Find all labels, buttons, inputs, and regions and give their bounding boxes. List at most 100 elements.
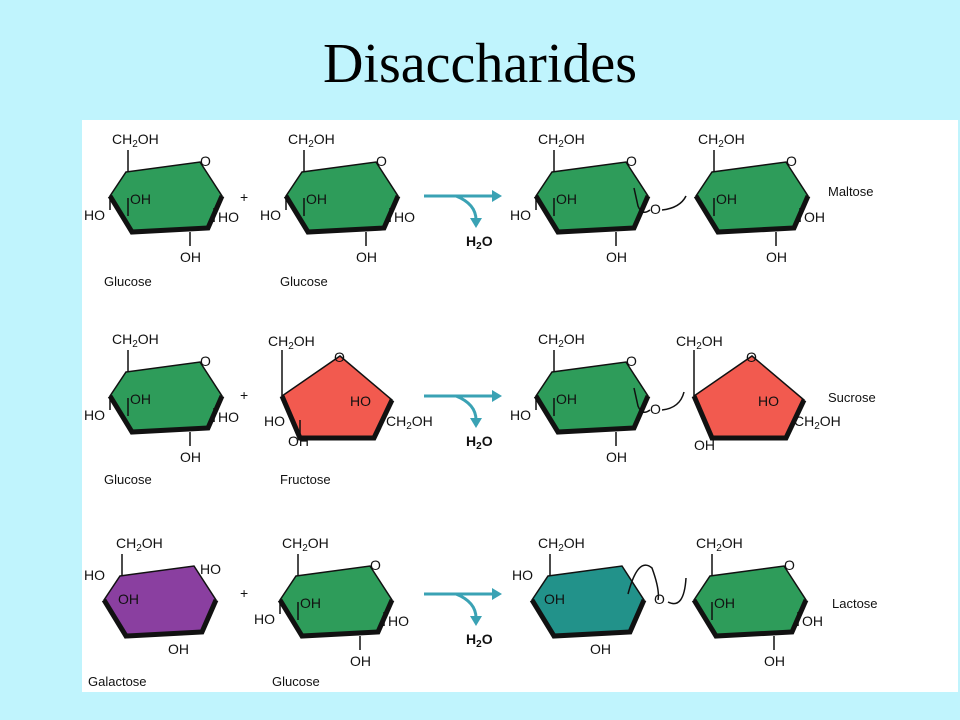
ring-oxygen-label: O: [746, 349, 757, 365]
ch2oh-subscript: 2: [718, 139, 724, 150]
ch2oh-subscript: 2: [308, 139, 314, 150]
ch2oh-ch: CH: [696, 535, 716, 551]
ch2oh-ch: CH: [112, 331, 132, 347]
glycosidic-bond: [667, 577, 687, 605]
ch2oh-oh: OH: [564, 131, 585, 147]
inner-oh-label: OH: [130, 391, 151, 407]
product-name-lactose: Lactose: [832, 596, 878, 611]
ch2oh-subscript: 2: [132, 339, 138, 350]
reactant-name: Glucose: [104, 274, 152, 289]
ring-oxygen-label: O: [370, 557, 381, 573]
ch2oh-label: CH2OH: [538, 331, 585, 350]
upper-ho-label: HO: [200, 561, 221, 577]
galactose-ring-product: [529, 565, 647, 639]
right-label: OH: [802, 613, 823, 629]
ch2oh-label: CH2OH: [282, 535, 329, 554]
ch2oh-label: CH2OH: [116, 535, 163, 554]
ch2oh-subscript: 2: [814, 421, 820, 432]
water-arrowhead: [470, 616, 482, 626]
reactant-name: Galactose: [88, 674, 147, 689]
ch2oh-subscript: 2: [288, 341, 294, 352]
left-ho-label: HO: [84, 207, 105, 223]
water-h: H: [466, 233, 476, 249]
slide-title: Disaccharides: [322, 33, 638, 95]
ring-oxygen-label: O: [376, 153, 387, 169]
ring-body: [693, 355, 805, 439]
inner-oh-label: OH: [556, 191, 577, 207]
ring-front-edge: [691, 395, 807, 441]
right-label: HO: [388, 613, 409, 629]
ring-oxygen-label: O: [334, 349, 345, 365]
ch2oh-oh: OH: [138, 131, 159, 147]
ring-oxygen-label: O: [200, 353, 211, 369]
ch2oh-label: CH2OH: [288, 131, 335, 150]
water-subscript: 2: [476, 241, 482, 252]
ch2oh-oh: OH: [702, 333, 723, 349]
glucose-ring: [533, 161, 651, 235]
ch2oh-label: CH2OH: [112, 131, 159, 150]
bottom-oh-label: OH: [694, 437, 715, 453]
water-arrowhead: [470, 418, 482, 428]
ch2oh-ch: CH: [112, 131, 132, 147]
inner-oh-label: OH: [716, 191, 737, 207]
ch2oh-label: CH2OH: [268, 333, 315, 352]
ch2oh-oh: OH: [142, 535, 163, 551]
ring-front-edge: [279, 395, 395, 441]
inner-oh-label: OH: [556, 391, 577, 407]
ch2oh-oh: OH: [564, 331, 585, 347]
ring-front-edge: [107, 194, 225, 235]
ch2oh-ch: CH: [698, 131, 718, 147]
water-label: H2O: [466, 433, 493, 452]
inner-oh-label: OH: [714, 595, 735, 611]
left-ho-label: HO: [84, 407, 105, 423]
ring-front-edge: [529, 598, 647, 639]
plus-sign: +: [240, 387, 248, 403]
bottom-oh-label: OH: [168, 641, 189, 657]
left-ho-label: HO: [260, 207, 281, 223]
ch2oh-label: CH2OH: [698, 131, 745, 150]
bottom-oh-label: OH: [766, 249, 787, 265]
glycosidic-bond: [633, 187, 651, 213]
reaction-arrowhead: [492, 588, 502, 600]
ch2oh-label: CH2OH: [112, 331, 159, 350]
ring-front-edge: [691, 598, 809, 639]
glycosidic-bond: [661, 391, 685, 411]
glucose-ring: [277, 565, 395, 639]
product-name-sucrose: Sucrose: [828, 390, 876, 405]
ch2oh-label: CH2OH: [676, 333, 723, 352]
ch2oh-subscript: 2: [136, 543, 142, 554]
inner-oh-label: OH: [130, 191, 151, 207]
ch2oh-subscript: 2: [696, 341, 702, 352]
ch2oh-oh: OH: [820, 413, 841, 429]
glycosidic-bond: [661, 195, 687, 211]
inner-oh-label: OH: [306, 191, 327, 207]
bottom-oh-label: OH: [606, 249, 627, 265]
water-arrow-branch: [455, 592, 478, 619]
ch2oh-label: CH2OH: [696, 535, 743, 554]
ch2oh-ch: CH: [538, 535, 558, 551]
glycosidic-bond: [627, 564, 660, 601]
left-ho-label: HO: [264, 413, 285, 429]
inner-oh-label: OH: [544, 591, 565, 607]
glucose-ring: [691, 565, 809, 639]
ring-oxygen-label: O: [626, 353, 637, 369]
glycosidic-bond: [633, 387, 651, 413]
fructose-ring: [691, 355, 807, 441]
ch2oh-subscript: 2: [302, 543, 308, 554]
ch2oh-subscript: 2: [558, 339, 564, 350]
water-arrow-branch: [455, 394, 478, 421]
reactant-name: Glucose: [272, 674, 320, 689]
ch2oh-label: CH2OH: [538, 131, 585, 150]
ch2oh-ch: CH: [386, 413, 406, 429]
ch2oh-ch: CH: [794, 413, 814, 429]
plus-sign: +: [240, 585, 248, 601]
ch2oh-oh: OH: [294, 333, 315, 349]
left-ho-label: HO: [84, 567, 105, 583]
fructose-ring: [279, 355, 395, 441]
left-ho-label: HO: [510, 407, 531, 423]
ch2oh-oh: OH: [308, 535, 329, 551]
ch2oh-oh: OH: [722, 535, 743, 551]
bottom-oh-label: OH: [180, 449, 201, 465]
water-arrow-branch: [455, 194, 478, 221]
ring-oxygen-label: O: [626, 153, 637, 169]
